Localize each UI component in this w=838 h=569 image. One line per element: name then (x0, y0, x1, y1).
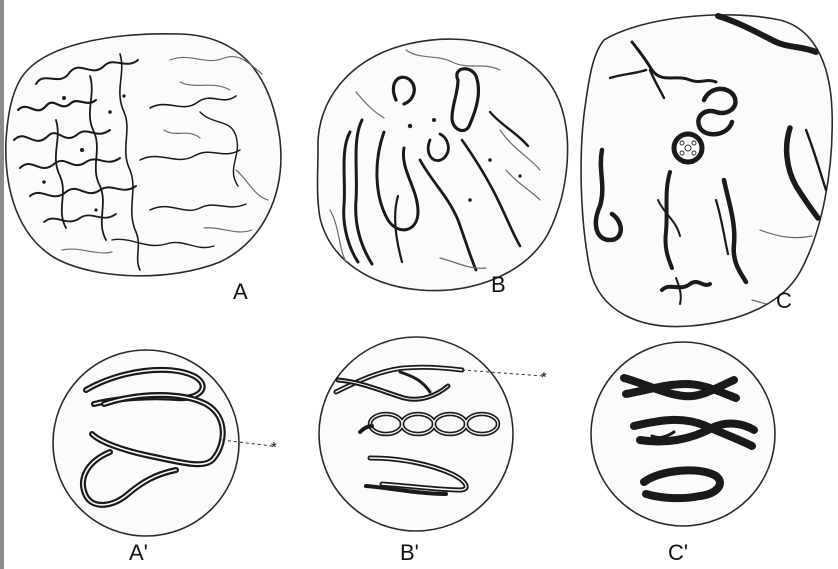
panel-c-nucleus-outline (581, 15, 832, 327)
panel-label-b: B (491, 272, 506, 297)
marker-b-prime: * (541, 369, 547, 386)
panel-b-prime: * B' (319, 337, 547, 565)
panel-label-c-prime: C' (668, 540, 688, 565)
marker-a-prime: * (271, 439, 277, 456)
panel-label-a-prime: A' (129, 540, 148, 565)
panel-a-nucleus-outline (6, 34, 281, 276)
scan-edge (0, 0, 4, 569)
panel-a-prime-circle (53, 350, 239, 536)
panel-a-prime: * A' (53, 350, 277, 565)
panel-label-c: C (776, 288, 792, 313)
panel-c-prime: C' (591, 342, 775, 565)
panel-label-a: A (233, 279, 248, 304)
panel-b: B (318, 39, 568, 297)
panel-c: C (581, 15, 832, 327)
panel-label-b-prime: B' (400, 540, 419, 565)
panel-a: A (6, 34, 281, 304)
